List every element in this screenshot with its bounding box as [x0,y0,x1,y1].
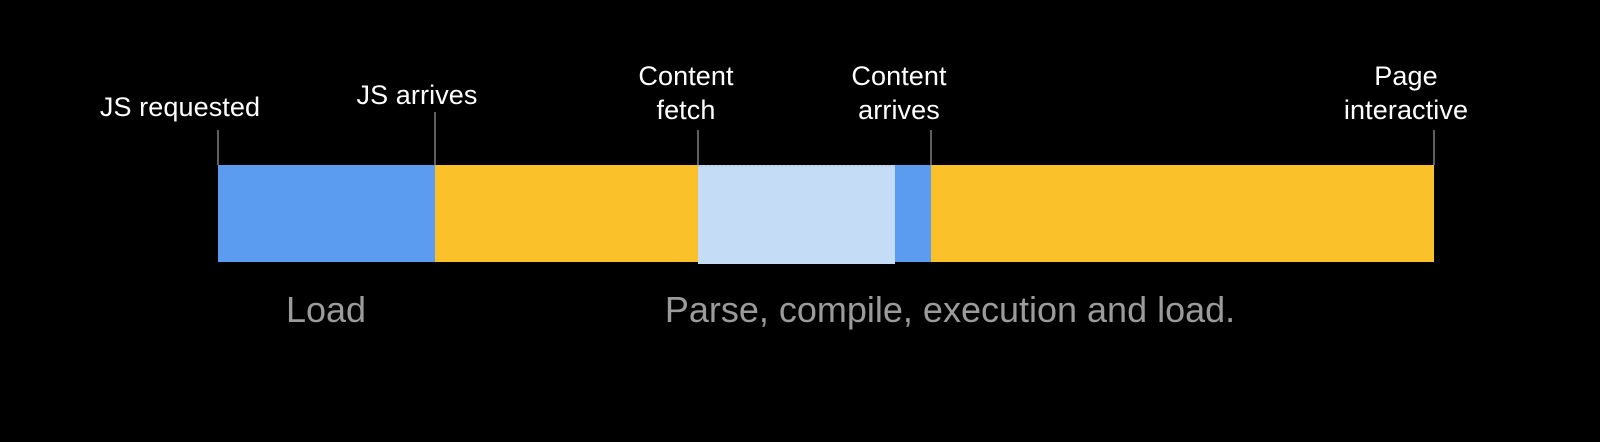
milestone-label-page-interactive: Page interactive [1343,61,1469,125]
bar-segment-content-download [895,165,931,262]
tick-js-requested [217,130,219,165]
tick-js-arrives [434,112,436,165]
milestone-label-js-requested: JS requested [99,92,261,122]
bar-segment-js-download [218,165,435,262]
bar-segment-content-execute-load [931,165,1434,262]
milestone-label-content-fetch: Content fetch [638,61,734,125]
tick-content-arrives [930,130,932,165]
timeline-bar [218,165,1434,264]
milestone-label-content-arrives: Content arrives [851,61,947,125]
tick-page-interactive [1433,130,1435,165]
milestone-label-js-arrives: JS arrives [356,80,478,110]
phase-label-load: Load [285,289,367,330]
bar-segment-content-fetch-wait [698,165,895,264]
bar-segment-js-parse-compile-execute [435,165,698,262]
phase-label-parse-compile-execute-load: Parse, compile, execution and load. [664,289,1236,330]
tick-content-fetch [697,130,699,165]
